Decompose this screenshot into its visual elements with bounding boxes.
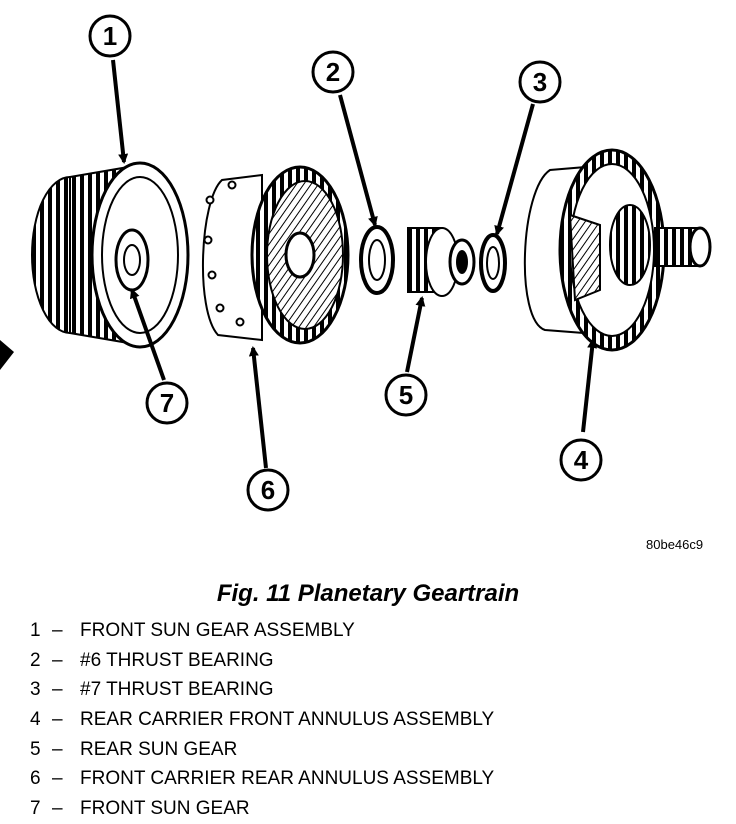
legend-item-number: 7: [30, 798, 41, 820]
legend-item-dash: –: [52, 768, 63, 790]
callout-4: 4: [559, 438, 603, 482]
thrust-bearing-7-part: [479, 233, 507, 293]
leader-2: [338, 94, 378, 227]
front-carrier-rear-annulus-part: [201, 165, 350, 345]
leader-5: [405, 296, 426, 373]
legend-item-label: #6 THRUST BEARING: [80, 649, 274, 671]
edge-arrow-mark: [0, 340, 14, 370]
leader-arrows: [111, 59, 598, 469]
planetary-geartrain-illustration: 1 2 3 4 5 6 7: [0, 14, 712, 512]
legend-item-label: FRONT SUN GEAR: [80, 798, 250, 820]
callout-6: 6: [246, 468, 290, 512]
leader-6: [248, 346, 268, 469]
legend-item-number: 1: [30, 620, 41, 641]
legend-item-label: FRONT SUN GEAR ASSEMBLY: [80, 620, 355, 641]
legend-item-dash: –: [52, 738, 63, 760]
callouts: 1 2 3 4 5 6 7: [88, 14, 603, 512]
callout-5: 5: [384, 373, 428, 417]
figure-caption: Fig. 11 Planetary Geartrain: [216, 580, 520, 607]
callout-3: 3: [518, 60, 562, 104]
callout-7: 7: [145, 381, 189, 425]
leader-3: [494, 103, 535, 236]
legend-item-number: 2: [30, 649, 41, 671]
callout-3-label: 3: [533, 67, 547, 97]
legend-item-number: 5: [30, 738, 41, 760]
legend-item-number: 4: [30, 709, 41, 731]
callout-5-label: 5: [399, 380, 413, 410]
front-sun-gear-assembly-part: [31, 161, 190, 349]
callout-7-label: 7: [160, 388, 174, 418]
leader-4: [581, 338, 598, 433]
callout-1-label: 1: [103, 21, 117, 51]
callout-6-label: 6: [261, 475, 275, 505]
legend-item-label: REAR SUN GEAR: [80, 738, 238, 760]
legend-item: 7–FRONT SUN GEAR: [30, 794, 494, 824]
legend-item-number: 3: [30, 679, 41, 701]
legend-item-label: FRONT CARRIER REAR ANNULUS ASSEMBLY: [80, 768, 495, 790]
callout-4-label: 4: [574, 445, 589, 475]
legend-item-label: REAR CARRIER FRONT ANNULUS ASSEMBLY: [80, 709, 495, 731]
callout-2: 2: [311, 50, 355, 94]
legend-item-dash: –: [52, 709, 63, 731]
legend-item-number: 6: [30, 768, 41, 790]
legend-item-dash: –: [52, 620, 63, 641]
legend-item: 6–FRONT CARRIER REAR ANNULUS ASSEMBLY: [30, 764, 494, 794]
legend-item: 1–FRONT SUN GEAR ASSEMBLY: [30, 616, 494, 646]
leader-1: [111, 59, 129, 164]
legend-item-dash: –: [52, 649, 63, 671]
legend-item-label: #7 THRUST BEARING: [80, 679, 274, 701]
thrust-bearing-6-part: [359, 225, 395, 295]
legend-item-dash: –: [52, 679, 63, 701]
callout-1: 1: [88, 14, 132, 58]
leader-7: [129, 288, 166, 381]
callout-2-label: 2: [326, 57, 340, 87]
legend-item: 3–#7 THRUST BEARING: [30, 675, 494, 705]
parts-legend: 1–FRONT SUN GEAR ASSEMBLY 2–#6 THRUST BE…: [30, 616, 494, 824]
rear-carrier-front-annulus-part: [523, 148, 712, 352]
legend-item: 5–REAR SUN GEAR: [30, 735, 494, 765]
rear-sun-gear-part: [407, 227, 476, 297]
legend-item: 4–REAR CARRIER FRONT ANNULUS ASSEMBLY: [30, 705, 494, 735]
legend-item: 2–#6 THRUST BEARING: [30, 646, 494, 676]
figure-code: 80be46c9: [646, 537, 704, 552]
legend-item-dash: –: [52, 798, 63, 820]
